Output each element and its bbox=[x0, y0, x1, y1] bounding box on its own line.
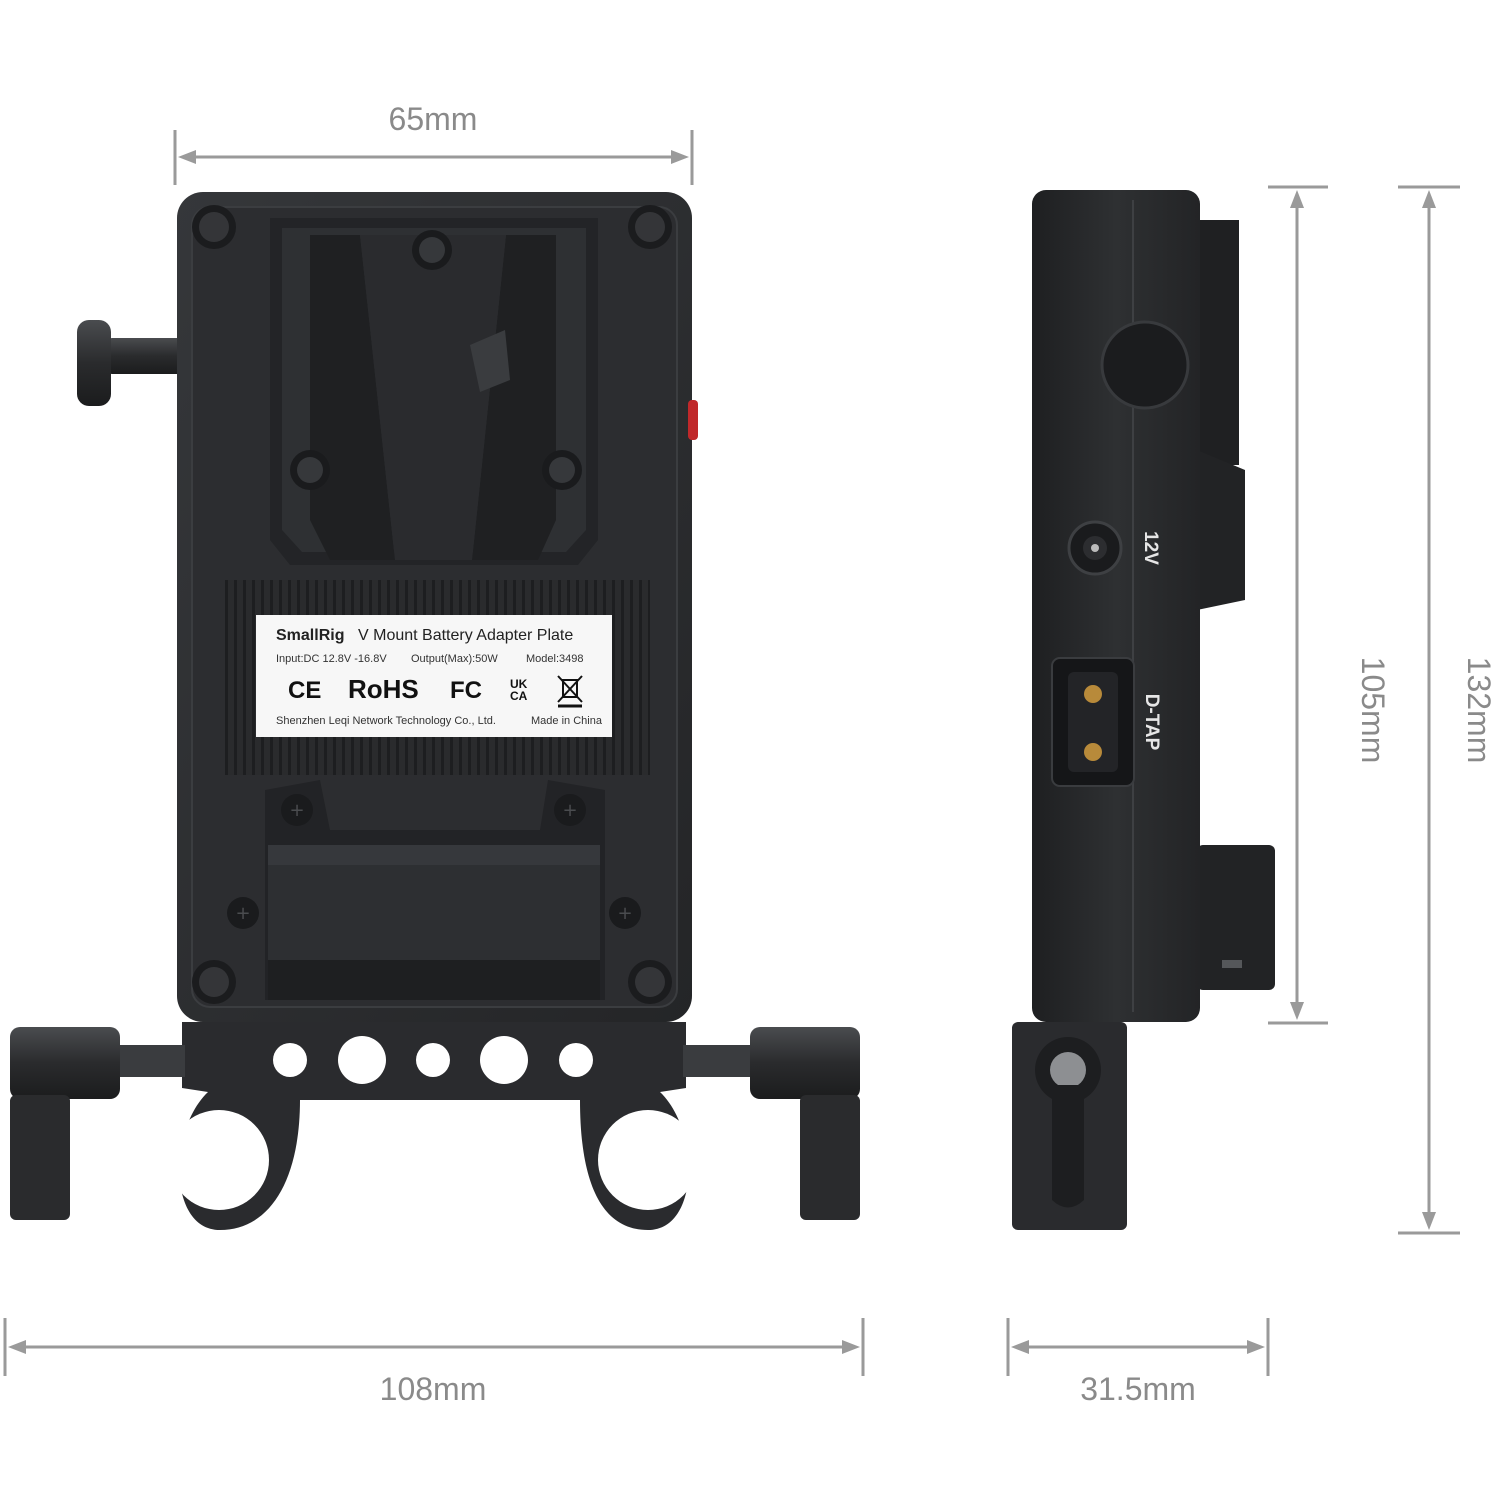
dimension-depth-label: 31.5mm bbox=[1080, 1371, 1196, 1407]
front-view: SmallRig V Mount Battery Adapter Plate I… bbox=[10, 192, 860, 1230]
ukca-mark-bottom: CA bbox=[510, 689, 528, 703]
dtap-label: D-TAP bbox=[1141, 694, 1162, 751]
label-manufacturer: Shenzhen Leqi Network Technology Co., Lt… bbox=[276, 715, 496, 727]
lower-clamp-block: + + + + bbox=[227, 780, 641, 1000]
corner-screw bbox=[192, 205, 236, 249]
svg-text:+: + bbox=[235, 903, 250, 924]
corner-screw bbox=[628, 960, 672, 1004]
side-lock-knob-end bbox=[1100, 320, 1190, 410]
rod-lock-knob-left bbox=[10, 1027, 185, 1220]
dtap-port bbox=[1051, 657, 1135, 787]
svg-text:+: + bbox=[617, 903, 632, 924]
dimension-total-width bbox=[3, 1318, 865, 1376]
label-model: Model:3498 bbox=[526, 653, 584, 665]
rod-clamp-bar bbox=[169, 1022, 698, 1230]
dimension-total-height bbox=[1398, 185, 1460, 1235]
release-button-red bbox=[688, 400, 698, 440]
product-label: SmallRig V Mount Battery Adapter Plate I… bbox=[256, 615, 612, 737]
dimension-plate-height-label: 105mm bbox=[1355, 657, 1391, 764]
dimension-total-width-label: 108mm bbox=[380, 1371, 487, 1407]
svg-text:+: + bbox=[562, 800, 577, 821]
dimension-plate-height bbox=[1268, 185, 1328, 1025]
side-lock-knob bbox=[77, 320, 182, 406]
side-body bbox=[1032, 190, 1200, 1022]
dc-12v-label: 12V bbox=[1140, 531, 1161, 565]
rohs-mark: RoHS bbox=[348, 674, 419, 704]
side-view: 12V D-TAP bbox=[1012, 190, 1275, 1230]
dc-12v-port bbox=[1067, 520, 1123, 576]
corner-screw bbox=[192, 960, 236, 1004]
dimension-depth bbox=[1006, 1318, 1270, 1376]
corner-screw bbox=[628, 205, 672, 249]
side-rod-clamp bbox=[1012, 1022, 1127, 1230]
fc-mark: FC bbox=[450, 677, 482, 704]
ukca-mark-top: UK bbox=[510, 677, 528, 691]
label-origin: Made in China bbox=[531, 715, 603, 727]
dimension-top-width-label: 65mm bbox=[389, 101, 478, 137]
label-output: Output(Max):50W bbox=[411, 653, 498, 665]
label-product-name: V Mount Battery Adapter Plate bbox=[358, 627, 573, 644]
label-input: Input:DC 12.8V -16.8V bbox=[276, 653, 387, 665]
svg-text:+: + bbox=[289, 800, 304, 821]
ce-mark: CE bbox=[288, 677, 321, 704]
rod-lock-knob-right bbox=[683, 1027, 860, 1220]
label-brand: SmallRig bbox=[276, 627, 344, 644]
v-mount-receiver bbox=[270, 218, 598, 565]
dimension-top-width bbox=[173, 130, 694, 185]
weee-bin-icon bbox=[557, 675, 583, 708]
dimension-total-height-label: 132mm bbox=[1461, 657, 1497, 764]
